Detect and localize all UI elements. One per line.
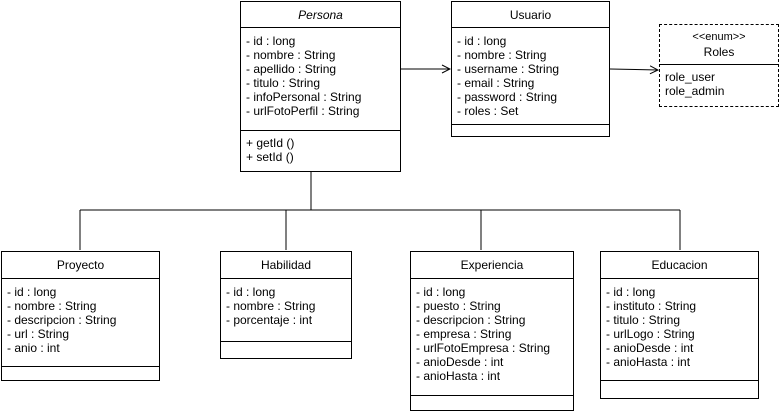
attribute-row: - apellido : String <box>246 62 337 76</box>
attribute-row: - id : long <box>246 34 296 48</box>
attribute-row: - id : long <box>457 34 507 48</box>
class-usuario-name: Usuario <box>452 2 609 28</box>
class-experiencia[interactable]: Experiencia - id : long - puesto : Strin… <box>410 251 574 411</box>
attribute-row: - username : String <box>457 62 560 76</box>
attribute-row: - url : String <box>7 327 70 341</box>
class-persona-attributes: - id : long - nombre : String - apellido… <box>241 28 400 130</box>
class-persona[interactable]: Persona - id : long - nombre : String - … <box>240 1 401 172</box>
attribute-row: - urlFotoEmpresa : String <box>416 341 551 355</box>
attribute-row: - titulo : String <box>246 76 321 90</box>
attribute-row: - roles : Set <box>457 104 519 118</box>
enum-roles-values: role_user role_admin <box>660 64 778 98</box>
attribute-row: - urlFotoPerfil : String <box>246 104 360 118</box>
attribute-row: - anioHasta : int <box>606 355 691 369</box>
class-educacion-name: Educacion <box>601 252 758 279</box>
attribute-row: - anioDesde : int <box>416 355 504 369</box>
class-usuario-methods <box>452 124 609 130</box>
class-proyecto-name: Proyecto <box>2 252 159 279</box>
attribute-row: - nombre : String <box>246 48 336 62</box>
class-habilidad[interactable]: Habilidad - id : long - nombre : String … <box>220 251 352 359</box>
attribute-row: - nombre : String <box>457 48 547 62</box>
attribute-row: - instituto : String <box>606 299 697 313</box>
attribute-row: - anio : int <box>7 341 60 355</box>
method-row: + setId () <box>246 150 294 164</box>
enum-value-row: role_admin <box>665 84 725 98</box>
attribute-row: - puesto : String <box>416 299 501 313</box>
class-proyecto[interactable]: Proyecto - id : long - nombre : String -… <box>1 251 160 381</box>
enum-roles[interactable]: <<enum>> Roles role_user role_admin <box>659 24 779 107</box>
class-experiencia-name: Experiencia <box>411 252 573 279</box>
attribute-row: - porcentaje : int <box>226 313 313 327</box>
enum-roles-stereotype: <<enum>> <box>692 31 746 43</box>
attribute-row: - id : long <box>7 285 57 299</box>
association-usuario-roles <box>609 69 658 70</box>
class-habilidad-attributes: - id : long - nombre : String - porcenta… <box>221 279 351 341</box>
enum-roles-name: Roles <box>703 45 735 59</box>
class-persona-name: Persona <box>241 2 400 28</box>
enum-value-row: role_user <box>665 70 716 84</box>
attribute-row: - infoPersonal : String <box>246 90 362 104</box>
class-proyecto-attributes: - id : long - nombre : String - descripc… <box>2 279 159 366</box>
class-usuario-attributes: - id : long - nombre : String - username… <box>452 28 609 124</box>
attribute-row: - titulo : String <box>606 313 681 327</box>
class-educacion-attributes: - id : long - instituto : String - titul… <box>601 279 758 380</box>
class-habilidad-name: Habilidad <box>221 252 351 279</box>
attribute-row: - urlLogo : String <box>606 327 695 341</box>
attribute-row: - nombre : String <box>226 299 316 313</box>
attribute-row: - descripcion : String <box>416 313 526 327</box>
attribute-row: - anioHasta : int <box>416 369 501 383</box>
class-usuario[interactable]: Usuario - id : long - nombre : String - … <box>451 1 610 137</box>
attribute-row: - email : String <box>457 76 535 90</box>
class-habilidad-methods <box>221 341 351 347</box>
class-educacion-methods <box>601 380 758 386</box>
attribute-row: - descripcion : String <box>7 313 117 327</box>
class-persona-methods: + getId () + setId () <box>241 130 400 164</box>
attribute-row: - password : String <box>457 90 558 104</box>
method-row: + getId () <box>246 136 295 150</box>
attribute-row: - anioDesde : int <box>606 341 694 355</box>
class-experiencia-attributes: - id : long - puesto : String - descripc… <box>411 279 573 395</box>
attribute-row: - empresa : String <box>416 327 512 341</box>
attribute-row: - id : long <box>606 285 656 299</box>
class-educacion[interactable]: Educacion - id : long - instituto : Stri… <box>600 251 759 399</box>
class-proyecto-methods <box>2 366 159 372</box>
class-experiencia-methods <box>411 395 573 401</box>
attribute-row: - nombre : String <box>7 299 97 313</box>
attribute-row: - id : long <box>226 285 276 299</box>
attribute-row: - id : long <box>416 285 466 299</box>
